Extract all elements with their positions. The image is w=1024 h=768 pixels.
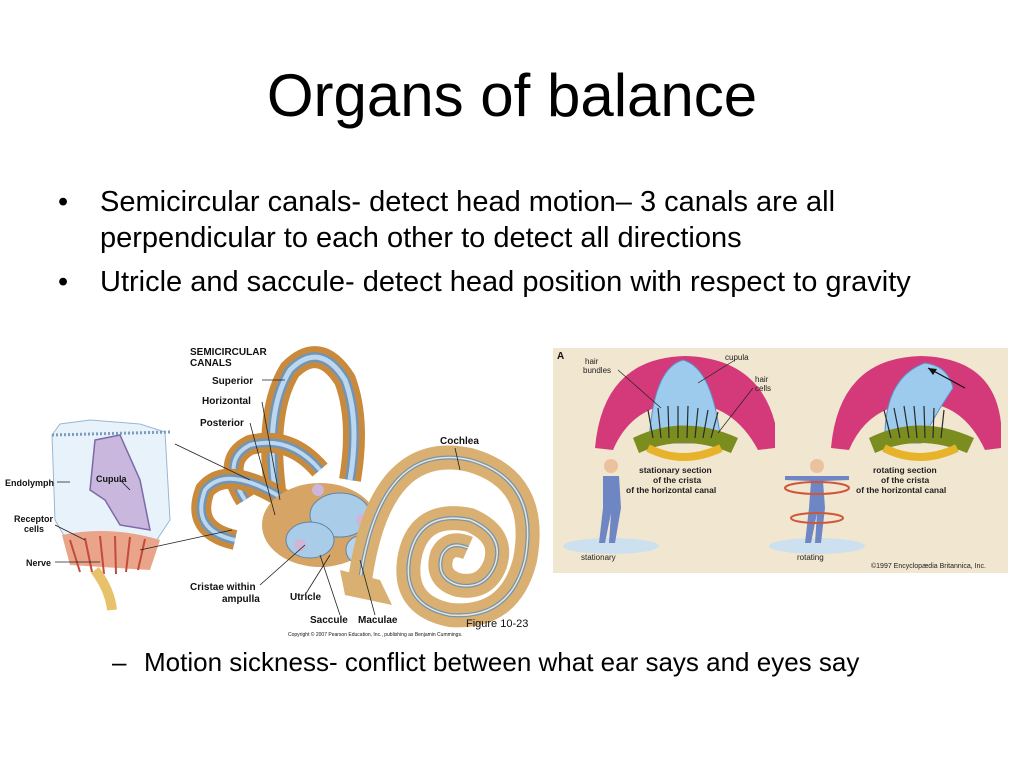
bullet-list: • Semicircular canals- detect head motio… [58, 184, 958, 308]
figure-number: Figure 10-23 [466, 618, 528, 630]
bullet-text: Semicircular canals- detect head motion–… [100, 186, 836, 254]
leader-lines [54, 379, 461, 616]
label-maculae: Maculae [358, 615, 398, 626]
cochlea [340, 445, 540, 628]
person-stationary [563, 459, 659, 554]
bullet-dot: • [58, 186, 69, 218]
panel-letter: A [557, 351, 564, 362]
crista-rotating [831, 356, 1001, 461]
label-nerve: Nerve [26, 558, 51, 568]
caption-rotating-3: of the horizontal canal [856, 485, 946, 495]
label-cupula: Cupula [96, 474, 127, 484]
label-cristae: Cristae within [190, 582, 256, 593]
label-crista-cupula: cupula [725, 353, 749, 362]
label-semicircular: SEMICIRCULAR [190, 347, 267, 358]
inner-ear-illustration: SEMICIRCULAR CANALS Superior Horizontal … [5, 346, 540, 638]
label-endolymph: Endolymph [5, 478, 54, 488]
label-bundles: bundles [583, 366, 611, 375]
label-saccule: Saccule [310, 615, 348, 626]
crista-copyright: ©1997 Encyclopædia Britannica, Inc. [871, 562, 986, 570]
label-superior: Superior [212, 376, 253, 387]
label-utricle: Utricle [290, 592, 322, 603]
bullet-item: • Utricle and saccule- detect head posit… [58, 264, 958, 300]
sub-bullet-dash: – [112, 647, 127, 677]
caption-stationary-1: stationary section [639, 465, 712, 475]
caption-stationary-3: of the horizontal canal [626, 485, 716, 495]
caption-rotating-1: rotating section [873, 465, 937, 475]
label-stationary: stationary [581, 553, 616, 562]
bullet-text: Utricle and saccule- detect head positio… [100, 266, 911, 298]
caption-rotating-2: of the crista [881, 475, 929, 485]
label-hair: hair [585, 357, 599, 366]
cupula-inset [51, 419, 171, 611]
crista-stationary [595, 356, 775, 461]
caption-stationary-2: of the crista [653, 475, 701, 485]
label-canals: CANALS [190, 358, 232, 369]
person-rotating [769, 459, 865, 554]
label-receptor: Receptor [14, 514, 54, 524]
bullet-dot: • [58, 266, 69, 298]
ear-copyright: Copyright © 2007 Pearson Education, Inc.… [288, 631, 462, 638]
label-hair-cells-1: hair [755, 375, 769, 384]
label-cochlea: Cochlea [440, 436, 479, 447]
label-horizontal: Horizontal [202, 396, 251, 407]
sub-bullet-text: Motion sickness- conflict between what e… [144, 647, 860, 677]
sub-bullet: –Motion sickness- conflict between what … [112, 646, 859, 678]
slide-title: Organs of balance [266, 62, 758, 129]
label-posterior: Posterior [200, 418, 244, 429]
bullet-item: • Semicircular canals- detect head motio… [58, 184, 958, 256]
label-cells: cells [24, 524, 44, 534]
label-rotating: rotating [797, 553, 824, 562]
label-hair-cells-2: cells [755, 384, 771, 393]
label-ampulla: ampulla [222, 594, 260, 605]
semicircular-canals [191, 346, 365, 550]
crista-illustration: A hair bundles cupula [553, 348, 1008, 573]
